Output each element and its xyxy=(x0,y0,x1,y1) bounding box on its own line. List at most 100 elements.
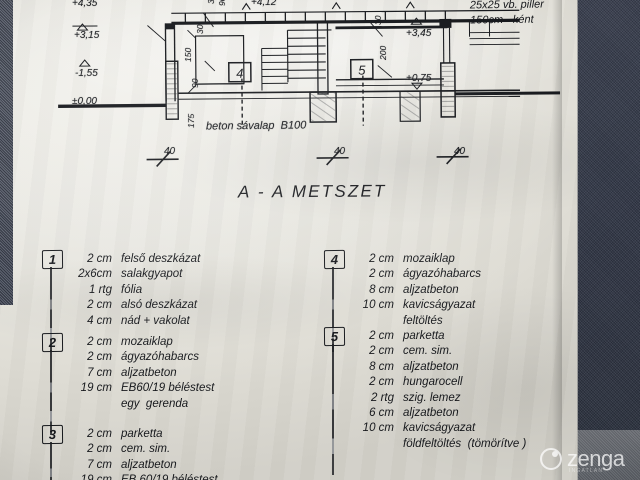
legend-row: 2 cm cem. sim. xyxy=(350,344,526,359)
legend-row-qty: 8 cm xyxy=(369,283,394,296)
legend-row-qty: 10 cm xyxy=(362,422,394,435)
legend-number-box-5[interactable]: 5 xyxy=(323,326,346,347)
dimension-label-3: 175 xyxy=(186,113,196,128)
legend-row-desc: salakgyapot xyxy=(121,268,183,281)
legend-number-box-1[interactable]: 1 xyxy=(41,249,64,270)
legend-number-box-2[interactable]: 2 xyxy=(41,332,64,353)
elevation-mark-6: +4,12 xyxy=(251,0,277,8)
legend-leader-2 xyxy=(50,350,52,435)
legend-row-desc: ágyazóhabarcs xyxy=(121,351,199,364)
legend-row-desc: alsó deszkázat xyxy=(121,299,198,312)
left-fabric-sliver xyxy=(0,0,13,305)
legend-row-desc: ágyazóhabarcs xyxy=(403,268,481,281)
elevation-mark-4: +3,45 xyxy=(406,28,432,39)
legend-row: földfeltöltés (tömörítve ) xyxy=(350,437,526,452)
pillar-note-line-1: 25x25 vb. piller xyxy=(469,0,544,12)
elevation-mark-1: +3,15 xyxy=(74,30,100,41)
legend-row-qty: 4 cm xyxy=(87,314,112,327)
dimension-label-4: 30 xyxy=(373,15,383,25)
legend-row-desc: parketta xyxy=(403,330,445,342)
legend-row-qty: 2x6cm xyxy=(78,268,112,281)
section-drawing-svg: 4 5 xyxy=(58,1,561,167)
legend-row-desc: EB60/19 béléstest xyxy=(121,382,215,395)
legend-leader-4 xyxy=(332,267,334,352)
legend-row-desc: mozaiklap xyxy=(403,253,455,265)
watermark: zenga INGATLAN xyxy=(540,446,625,474)
legend-row-qty: 2 cm xyxy=(369,253,394,265)
legend-row-desc: nád + vakolat xyxy=(121,314,190,327)
legend-rows-2: 2 cm mozaiklap 2 cm ágyazóhabarcs 7 cm aljzat… xyxy=(68,335,215,412)
break-mark-label-1: 40 xyxy=(334,146,346,157)
legend-row-desc: aljzatbeton xyxy=(121,458,177,471)
legend-row-desc: kavicságyazat xyxy=(403,422,476,435)
legend-row-qty: 2 cm xyxy=(87,443,112,456)
dimension-label-0: 30 xyxy=(195,24,205,34)
legend-row-qty: 2 cm xyxy=(87,428,112,440)
legend-number-box-4[interactable]: 4 xyxy=(323,249,346,270)
callout-5-label: 5 xyxy=(358,63,366,78)
legend-row-desc: EB 60/19 béléstest xyxy=(121,473,218,480)
legend-row: 2 cm ágyazóhabarcs xyxy=(350,267,481,282)
legend-row: 2x6cm salakgyapot xyxy=(68,267,200,282)
legend-row-qty: 2 cm xyxy=(369,345,394,358)
legend-row-qty: 2 cm xyxy=(87,299,112,312)
legend-leader-1 xyxy=(50,267,52,352)
legend-leader-3 xyxy=(50,442,52,480)
break-mark-label-2: 40 xyxy=(454,146,466,157)
legend-row-desc: feltöltés xyxy=(403,314,443,327)
legend-row-desc: egy gerenda xyxy=(121,397,189,410)
pillar-note: 25x25 vb. piller 150cm - ként xyxy=(470,0,544,29)
legend-row: 2 cm parketta xyxy=(68,427,218,442)
legend-row-desc: aljzatbeton xyxy=(403,360,459,373)
legend-row-desc: szig. lemez xyxy=(403,391,461,404)
legend-row-qty: 7 cm xyxy=(87,458,112,471)
legend-row-qty: 2 cm xyxy=(87,351,112,364)
legend-row-qty: 2 rtg xyxy=(370,391,394,404)
legend-row: 7 cm aljzatbeton xyxy=(68,366,214,381)
legend-row-qty: 2 cm xyxy=(87,336,112,348)
elevation-mark-2: -1,55 xyxy=(75,68,98,79)
legend-row-desc: kavicságyazat xyxy=(403,299,476,312)
watermark-subtitle: INGATLAN xyxy=(569,468,604,474)
legend-row-desc: parketta xyxy=(121,428,163,440)
legend-row: 2 cm mozaiklap xyxy=(68,335,214,350)
legend-row: feltöltés xyxy=(350,314,481,329)
legend-row-desc: aljzatbeton xyxy=(121,366,177,379)
legend-row-qty xyxy=(350,314,403,329)
foundation-label: beton sávalap B100 xyxy=(205,119,307,133)
legend-number-box-3[interactable]: 3 xyxy=(41,424,64,445)
dimension-label-1: 150 xyxy=(183,47,193,62)
legend-row-qty: 2 cm xyxy=(87,253,112,265)
legend-row-qty xyxy=(68,397,121,412)
legend-row-qty: 2 cm xyxy=(369,268,394,281)
legend-row-qty: 7 cm xyxy=(87,366,112,379)
paper-right-edge xyxy=(552,0,562,480)
legend-row-qty: 19 cm xyxy=(80,382,112,395)
legend-row: 19 cm EB60/19 béléstest xyxy=(68,381,215,396)
zenga-logo-icon xyxy=(540,448,562,470)
elevation-mark-0: +4,35 xyxy=(72,0,98,9)
page-title: A - A METSZET xyxy=(237,181,387,202)
legend-row: egy gerenda xyxy=(68,397,214,412)
legend-row-desc: mozaiklap xyxy=(121,336,173,348)
legend-row-desc: aljzatbeton xyxy=(403,283,459,296)
legend-row-desc: cem. sim. xyxy=(403,345,453,358)
legend-row: 7 cm aljzatbeton xyxy=(68,458,218,473)
legend-row-qty xyxy=(350,437,403,452)
legend-row-qty: 2 cm xyxy=(369,376,394,389)
elevation-mark-5: +0,75 xyxy=(406,73,432,84)
watermark-brand: zenga xyxy=(567,446,625,471)
legend-row-desc: hungarocell xyxy=(403,376,463,389)
legend-row: 2 cm ágyazóhabarcs xyxy=(68,350,214,365)
